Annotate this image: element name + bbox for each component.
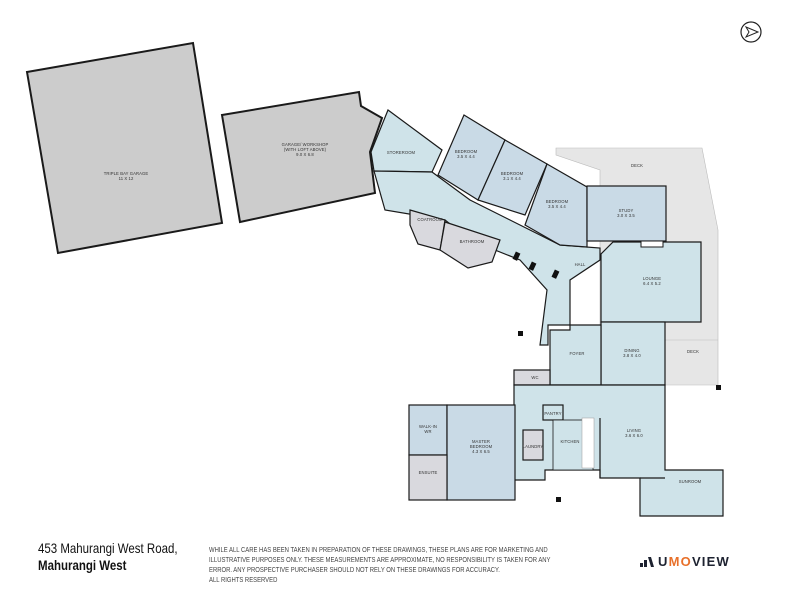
property-address: 453 Mahurangi West Road, Mahurangi West [38, 540, 178, 574]
room-laundry [522, 429, 544, 461]
room-master-bedroom [446, 404, 516, 501]
room-bedroom-2 [477, 139, 548, 216]
label-kitchen: KITCHEN [560, 439, 579, 444]
label-pantry: PANTRY [544, 411, 561, 416]
label-bathroom: BATHROOM [460, 239, 485, 244]
address-line-1: 453 Mahurangi West Road, [38, 540, 178, 556]
label-deck-right: DECK [687, 349, 699, 354]
room-ensuite [408, 454, 448, 501]
room-triple-bay-garage [25, 41, 224, 255]
label-laundry: LAUNDRY [523, 444, 544, 449]
label-hall: HALL [575, 262, 586, 267]
label-ensuite: ENSUITE [419, 470, 438, 475]
room-bathroom [439, 221, 501, 269]
kitchen-bench [581, 417, 595, 469]
label-garage-workshop: GARAGE/ WORKSHOP(WITH LOFT ABOVE)9.0 X 6… [282, 142, 329, 157]
room-bedroom-3 [524, 163, 588, 248]
umoview-logo-icon [640, 556, 654, 567]
disclaimer-line: All rights reserved [209, 575, 278, 584]
label-storeroom: STOREROOM [387, 150, 416, 155]
label-coatroom: COATROOM [417, 217, 443, 222]
room-walk-in-robe [408, 404, 448, 456]
fireplace-lounge [640, 240, 664, 248]
label-sunroom: SUNROOM [679, 479, 702, 484]
brand-wordmark: UMOVIEW [658, 554, 730, 569]
umoview-logo: UMOVIEW [640, 554, 730, 569]
room-garage-workshop [220, 90, 384, 224]
north-arrow-compass-icon [740, 21, 762, 43]
label-wc: WC [531, 375, 538, 380]
room-study [586, 185, 667, 242]
label-deck-top: DECK [631, 163, 643, 168]
disclaimer-line: illustrative purposes only. These measur… [209, 555, 551, 564]
address-line-2: Mahurangi West [38, 557, 127, 573]
disclaimer-line: error. Any prospective purchaser should … [209, 565, 500, 574]
room-coatroom [409, 209, 446, 251]
label-foyer: FOYER [570, 351, 585, 356]
disclaimer-line: While all care has been taken in prepara… [209, 545, 548, 554]
disclaimer-text: While all care has been taken in prepara… [209, 545, 561, 585]
